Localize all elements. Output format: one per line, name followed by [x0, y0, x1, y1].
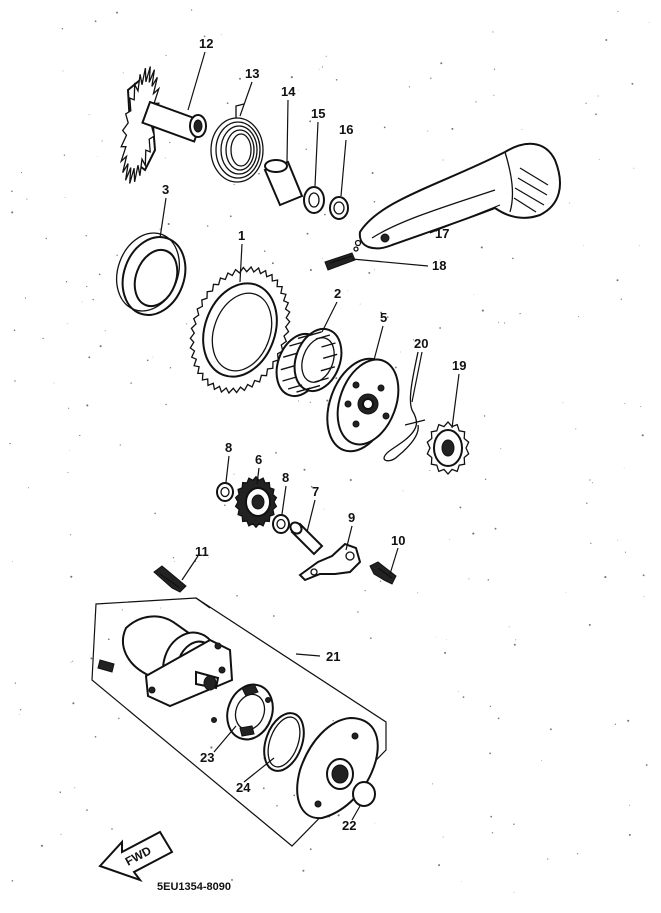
- plate-part-9[interactable]: [298, 542, 362, 582]
- callout-8-right: 8: [282, 470, 289, 485]
- callout-18: 18: [432, 258, 446, 273]
- bolt-part-11[interactable]: [153, 565, 187, 593]
- callout-16: 16: [339, 122, 353, 137]
- torsion-spring-part-13[interactable]: [210, 103, 264, 183]
- sleeve-part-14[interactable]: [263, 159, 304, 207]
- shaft-pin-part-7[interactable]: [288, 520, 324, 556]
- callout-10: 10: [391, 533, 405, 548]
- callout-23: 23: [200, 750, 214, 765]
- washer-part-15[interactable]: [303, 186, 325, 214]
- brush-holder-part-23[interactable]: [211, 678, 281, 746]
- small-gear-part-19[interactable]: [426, 421, 470, 475]
- callout-22: 22: [342, 818, 356, 833]
- idler-gear-part-6[interactable]: [234, 475, 278, 529]
- starter-motor-assembly-part-21[interactable]: [91, 597, 387, 847]
- needle-bearing-part-2[interactable]: [268, 322, 349, 402]
- callout-13: 13: [245, 66, 259, 81]
- ring-gear-part-1[interactable]: [189, 265, 291, 395]
- callout-9: 9: [348, 510, 355, 525]
- kick-crank-part-17[interactable]: [358, 142, 561, 250]
- o-ring-part-24[interactable]: [257, 708, 311, 777]
- callout-20: 20: [414, 336, 428, 351]
- callout-1: 1: [238, 228, 245, 243]
- spring-clip-part-20[interactable]: [383, 351, 426, 462]
- callout-24: 24: [236, 780, 251, 795]
- callout-11: 11: [195, 544, 209, 559]
- washer-part-22[interactable]: [352, 781, 376, 807]
- bolt-part-10[interactable]: [369, 561, 397, 585]
- circlip-part-16[interactable]: [329, 196, 349, 220]
- callout-2: 2: [334, 286, 341, 301]
- diagram-code: 5EU1354-8090: [157, 881, 231, 893]
- forward-direction-arrow: FWD: [98, 830, 174, 883]
- callout-21: 21: [326, 649, 340, 664]
- callout-15: 15: [311, 106, 325, 121]
- washer-part-8-left[interactable]: [216, 482, 234, 502]
- callout-7: 7: [312, 484, 319, 499]
- starter-clutch-part-5[interactable]: [315, 350, 409, 461]
- callout-3: 3: [162, 182, 169, 197]
- washer-part-8-right[interactable]: [272, 514, 290, 534]
- oil-seal-part-3[interactable]: [106, 224, 196, 324]
- kick-axle-part-12[interactable]: [119, 66, 207, 184]
- callout-5: 5: [380, 310, 387, 325]
- bolt-part-18[interactable]: [324, 239, 362, 271]
- callout-19: 19: [452, 358, 466, 373]
- callout-17: 17: [435, 226, 449, 241]
- callout-14: 14: [281, 84, 296, 99]
- callout-6: 6: [255, 452, 262, 467]
- callout-12: 12: [199, 36, 213, 51]
- callout-8-left: 8: [225, 440, 232, 455]
